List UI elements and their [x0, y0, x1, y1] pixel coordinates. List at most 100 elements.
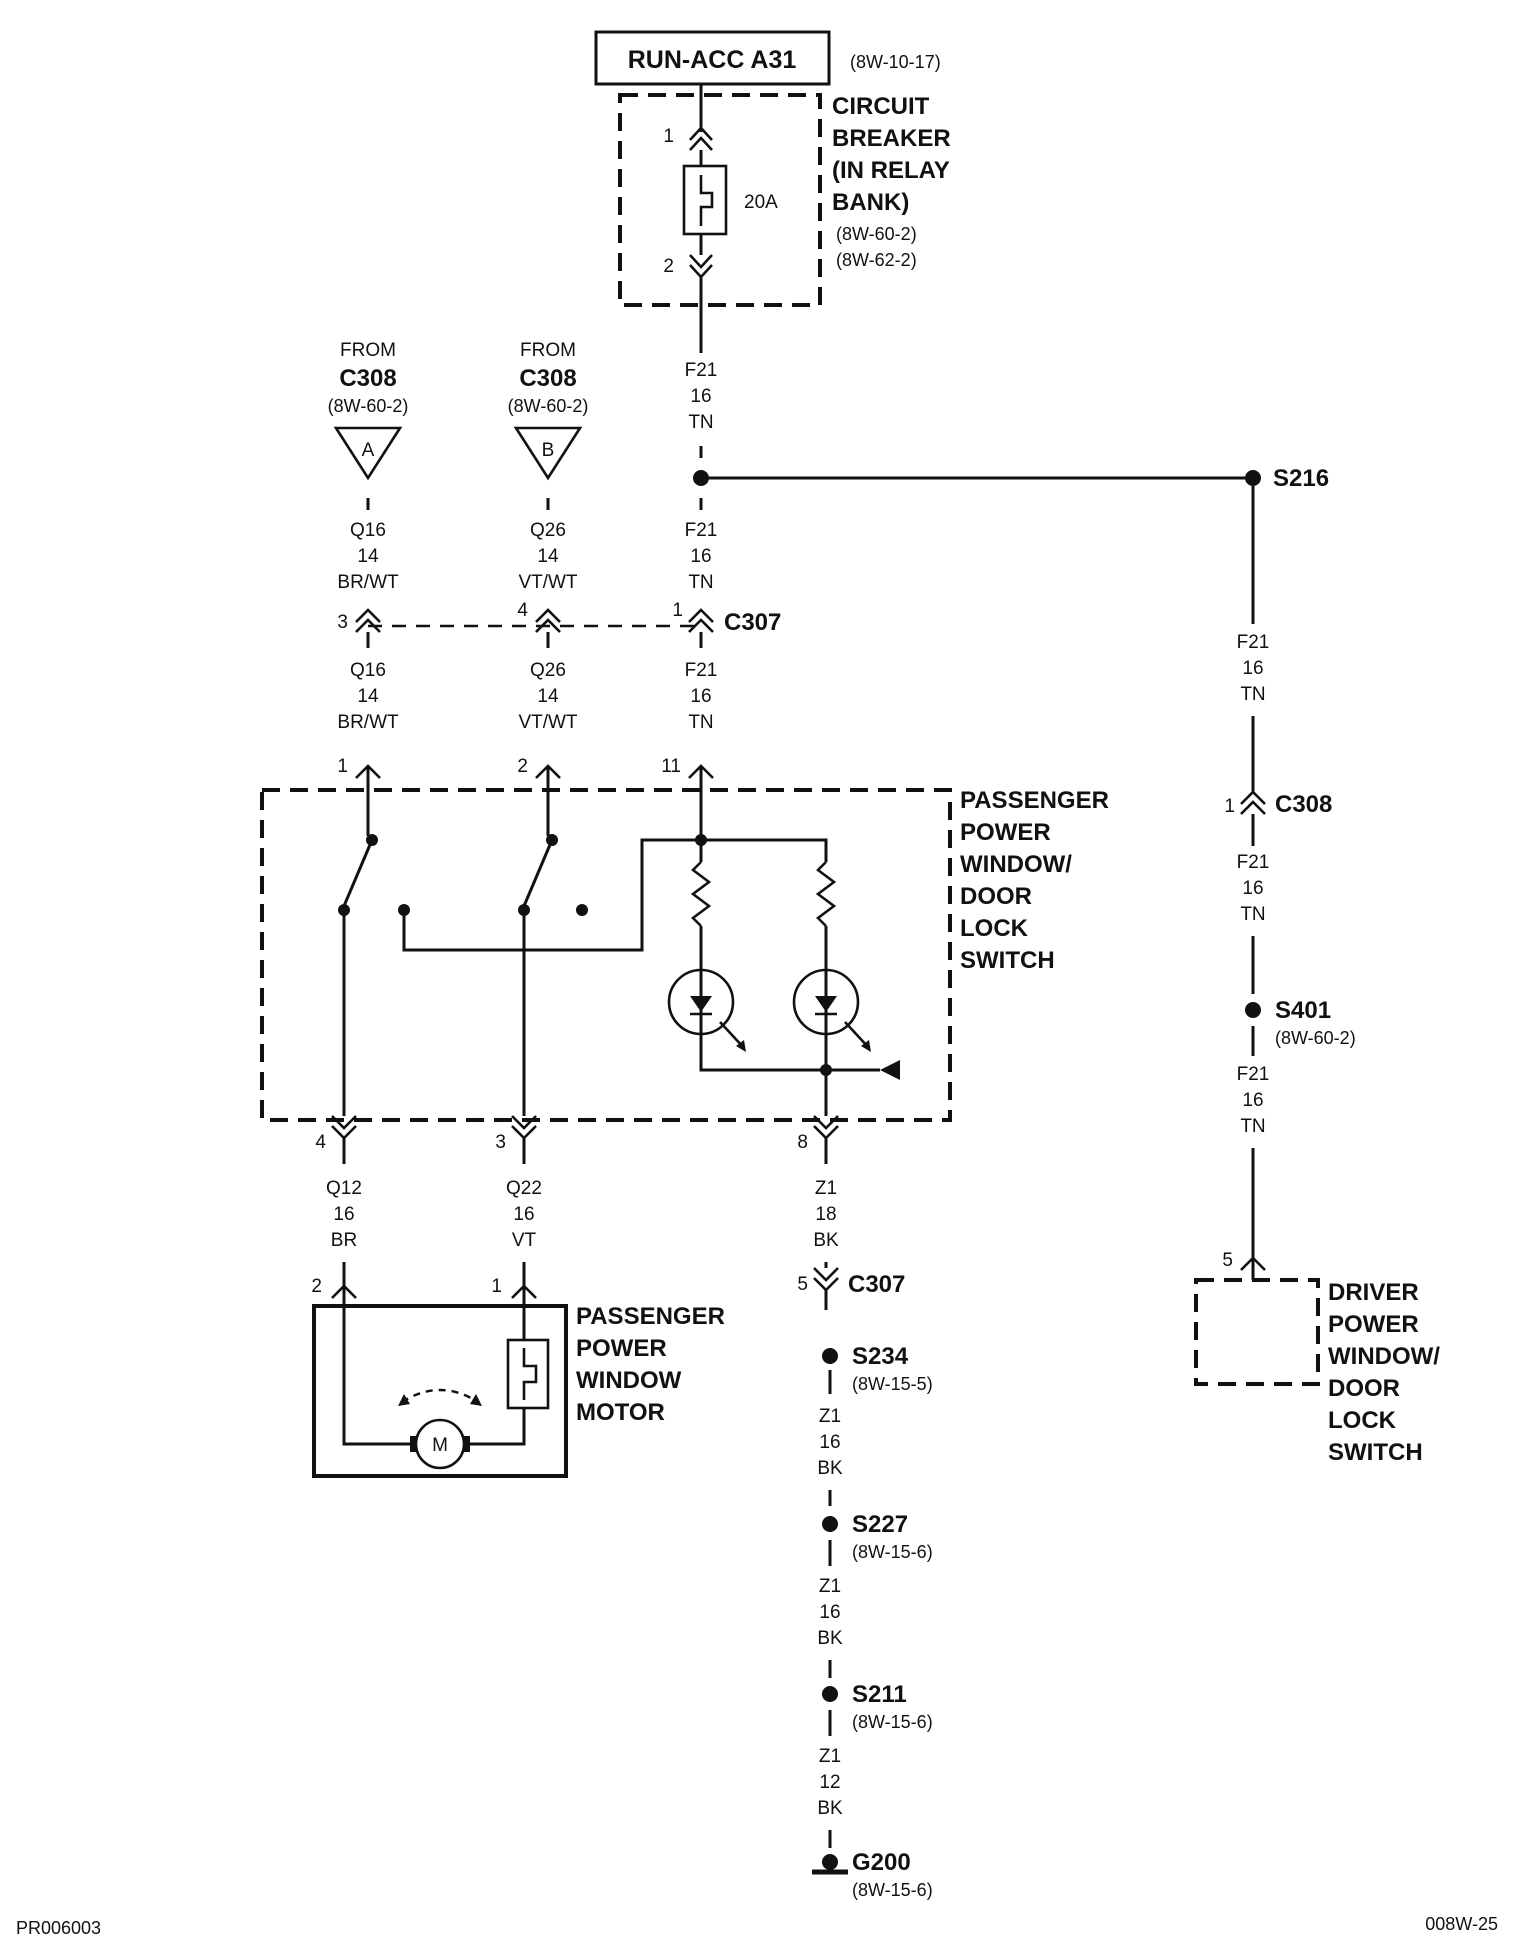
svg-text:BK: BK [817, 1798, 843, 1819]
svg-text:SWITCH: SWITCH [1328, 1439, 1423, 1466]
svg-text:16: 16 [690, 686, 711, 707]
svg-text:8: 8 [797, 1132, 808, 1153]
breaker-title-3: (IN RELAY [832, 157, 950, 184]
c308-right-label: C308 [1275, 791, 1332, 818]
svg-text:WINDOW/: WINDOW/ [1328, 1343, 1440, 1370]
wire-q12: Q12 16 BR [326, 1178, 362, 1251]
off-page-a-icon [333, 426, 403, 481]
svg-text:TN: TN [1240, 1116, 1265, 1137]
svg-text:14: 14 [357, 546, 379, 567]
svg-text:Q26: Q26 [530, 520, 566, 541]
svg-text:SWITCH: SWITCH [960, 947, 1055, 974]
svg-text:TN: TN [688, 712, 713, 733]
svg-text:BR/WT: BR/WT [337, 572, 399, 593]
wire-z1-18: Z1 18 BK [813, 1178, 839, 1251]
svg-text:18: 18 [815, 1204, 836, 1225]
svg-text:14: 14 [357, 686, 379, 707]
svg-text:(8W-15-6): (8W-15-6) [852, 1712, 933, 1732]
svg-text:Z1: Z1 [819, 1406, 841, 1427]
wire-q26-lower: Q26 14 VT/WT [518, 660, 577, 733]
connector-c307-top: 3 4 1 C307 [337, 600, 781, 648]
breaker-title-4: BANK) [832, 189, 909, 216]
circuit-breaker: 1 2 20A CIRCUIT BREAKER (IN RELAY BANK) … [618, 84, 951, 307]
from-c308-b: FROM C308 (8W-60-2) B [508, 340, 589, 481]
svg-text:16: 16 [1242, 1090, 1263, 1111]
wire-q26-upper: Q26 14 VT/WT [518, 520, 577, 593]
svg-text:S234: S234 [852, 1343, 909, 1370]
svg-text:16: 16 [1242, 878, 1263, 899]
svg-text:3: 3 [337, 612, 348, 633]
svg-text:Q26: Q26 [530, 660, 566, 681]
svg-text:BK: BK [813, 1230, 839, 1251]
svg-text:BR: BR [331, 1230, 357, 1251]
svg-text:F21: F21 [685, 660, 718, 681]
svg-text:POWER: POWER [960, 819, 1051, 846]
ground-path: 5 C307 S234 (8W-15-5) Z1 16 BK S227 (8W-… [797, 1262, 933, 1900]
svg-text:1: 1 [491, 1276, 502, 1297]
motor-icon [414, 1418, 466, 1470]
wire-q16-lower: Q16 14 BR/WT [337, 660, 399, 733]
svg-text:(8W-15-6): (8W-15-6) [852, 1880, 933, 1900]
svg-text:BR/WT: BR/WT [337, 712, 399, 733]
svg-text:2: 2 [517, 756, 528, 777]
svg-text:2: 2 [311, 1276, 322, 1297]
breaker-pin-bottom: 2 [663, 256, 674, 277]
svg-text:16: 16 [819, 1602, 840, 1623]
wire-f21-low: F21 16 TN [685, 660, 718, 733]
wire-q16-upper: Q16 14 BR/WT [337, 520, 399, 593]
breaker-element-icon [682, 164, 728, 236]
svg-text:16: 16 [333, 1204, 354, 1225]
driver-branch: F21 16 TN 1 C308 F21 16 TN S401 (8W-60-2… [1194, 486, 1440, 1466]
source-label: RUN-ACC A31 [628, 46, 797, 74]
led-2-icon [792, 968, 871, 1052]
footer-left-code: PR006003 [16, 1918, 101, 1938]
svg-text:F21: F21 [1237, 1064, 1270, 1085]
svg-text:DOOR: DOOR [1328, 1375, 1400, 1402]
svg-text:F21: F21 [1237, 852, 1270, 873]
svg-text:Q12: Q12 [326, 1178, 362, 1199]
svg-text:Z1: Z1 [819, 1576, 841, 1597]
breaker-pin-top: 1 [663, 126, 674, 147]
svg-text:DRIVER: DRIVER [1328, 1279, 1419, 1306]
svg-text:3: 3 [495, 1132, 506, 1153]
svg-text:DOOR: DOOR [960, 883, 1032, 910]
svg-text:1: 1 [1224, 796, 1235, 817]
splice-s216-label: S216 [1273, 465, 1329, 492]
svg-text:FROM: FROM [340, 340, 396, 361]
svg-text:M: M [432, 1435, 448, 1456]
svg-text:POWER: POWER [576, 1335, 667, 1362]
svg-text:12: 12 [819, 1772, 840, 1793]
svg-text:WINDOW/: WINDOW/ [960, 851, 1072, 878]
svg-text:TN: TN [1240, 904, 1265, 925]
off-page-b-icon [513, 426, 583, 481]
svg-text:Q16: Q16 [350, 660, 386, 681]
svg-text:(8W-15-5): (8W-15-5) [852, 1374, 933, 1394]
svg-text:(8W-60-2): (8W-60-2) [1275, 1028, 1356, 1048]
svg-text:WINDOW: WINDOW [576, 1367, 682, 1394]
wire-f21-top: F21 16 TN [685, 360, 718, 433]
svg-text:BK: BK [817, 1628, 843, 1649]
breaker-title-1: CIRCUIT [832, 93, 930, 120]
passenger-window-motor: 2 1 M PASSENGER POWER WINDOW MOTOR [311, 1262, 725, 1478]
svg-text:A: A [362, 440, 375, 461]
svg-text:(8W-15-6): (8W-15-6) [852, 1542, 933, 1562]
svg-text:PASSENGER: PASSENGER [960, 787, 1109, 814]
source-run-acc: RUN-ACC A31 (8W-10-17) [594, 30, 941, 86]
svg-text:14: 14 [537, 546, 559, 567]
svg-text:F21: F21 [1237, 632, 1270, 653]
passenger-switch: 1 2 11 [260, 756, 1109, 1164]
svg-text:S211: S211 [852, 1681, 907, 1708]
rotation-arrow-icon [401, 1388, 479, 1404]
svg-text:5: 5 [1222, 1250, 1233, 1271]
svg-text:FROM: FROM [520, 340, 576, 361]
svg-text:B: B [542, 440, 555, 461]
svg-text:F21: F21 [685, 520, 718, 541]
breaker-rating: 20A [744, 192, 778, 213]
svg-text:(8W-60-2): (8W-60-2) [328, 396, 409, 416]
svg-text:C308: C308 [519, 365, 576, 392]
svg-text:16: 16 [513, 1204, 534, 1225]
wire-f21-mid: F21 16 TN [685, 520, 718, 593]
source-ref: (8W-10-17) [850, 52, 941, 72]
svg-text:(8W-60-2): (8W-60-2) [508, 396, 589, 416]
